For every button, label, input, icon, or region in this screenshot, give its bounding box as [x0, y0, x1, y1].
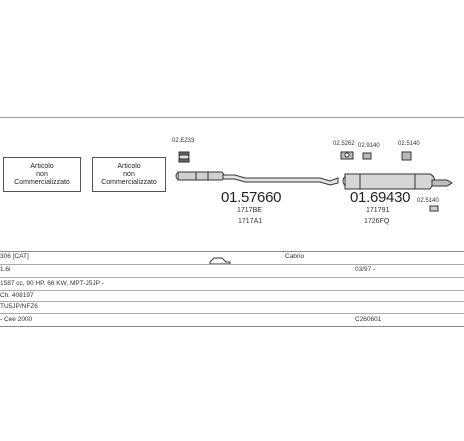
- not-sold-line: Commercializzato: [101, 178, 157, 186]
- rear-silencer-drawing: [342, 173, 453, 190]
- table-line: [0, 301, 464, 302]
- clamp-mid-a-icon: [340, 151, 354, 160]
- rear-oem-code-2: 1726FQ: [364, 218, 390, 225]
- not-sold-line: non: [36, 170, 48, 178]
- rear-part-number: 01.69430: [350, 189, 411, 206]
- not-sold-line: Articolo: [117, 162, 141, 170]
- code-clamp-rear-top: 02.5140: [398, 141, 420, 147]
- engine-spec: 1587 cc, 90 HP, 66 KW, MPT-J5JP -: [0, 280, 104, 287]
- production-dates: 03/97 -: [355, 266, 376, 273]
- code-clamp-mid-b: 02.9140: [358, 143, 380, 149]
- homologation-note: - Cee 2000: [0, 316, 33, 323]
- rear-oem-code-1: 171791: [366, 207, 390, 214]
- body-type: Cabrio: [285, 253, 305, 260]
- code-clamp-front: 02.E233: [172, 138, 195, 144]
- reference-code: C260601: [355, 316, 382, 323]
- clamp-mid-b-icon: [362, 152, 372, 160]
- middle-oem-code-1: 1717BE: [237, 207, 262, 214]
- table-line: [0, 326, 464, 327]
- code-clamp-mid-a: 02.5262: [333, 141, 355, 147]
- table-line: [0, 277, 464, 278]
- clamp-rear-bottom-icon: [429, 205, 439, 212]
- engine-size: 1.6i: [0, 266, 11, 273]
- clamp-front-icon: [178, 151, 190, 163]
- not-sold-line: Articolo: [30, 162, 54, 170]
- not-sold-line: Commercializzato: [14, 178, 70, 186]
- top-divider: [0, 117, 464, 118]
- model-name: 306 [CAT]: [0, 253, 29, 260]
- not-sold-box-1: Articolo non Commercializzato: [3, 157, 81, 192]
- middle-part-number: 01.57660: [221, 189, 282, 206]
- middle-silencer-drawing: [175, 171, 339, 186]
- table-line: [0, 264, 464, 265]
- not-sold-line: non: [123, 170, 135, 178]
- table-line: [0, 290, 464, 291]
- middle-oem-code-2: 1717A1: [238, 218, 263, 225]
- engine-code: TU5JP/NFZ6: [0, 303, 38, 310]
- table-line: [0, 313, 464, 314]
- table-line: [0, 251, 464, 252]
- not-sold-box-2: Articolo non Commercializzato: [92, 157, 166, 192]
- code-clamp-rear-bottom: 02.5140: [417, 198, 439, 204]
- chassis-number: Ch. 408197: [0, 292, 34, 299]
- clamp-rear-top-icon: [401, 151, 412, 161]
